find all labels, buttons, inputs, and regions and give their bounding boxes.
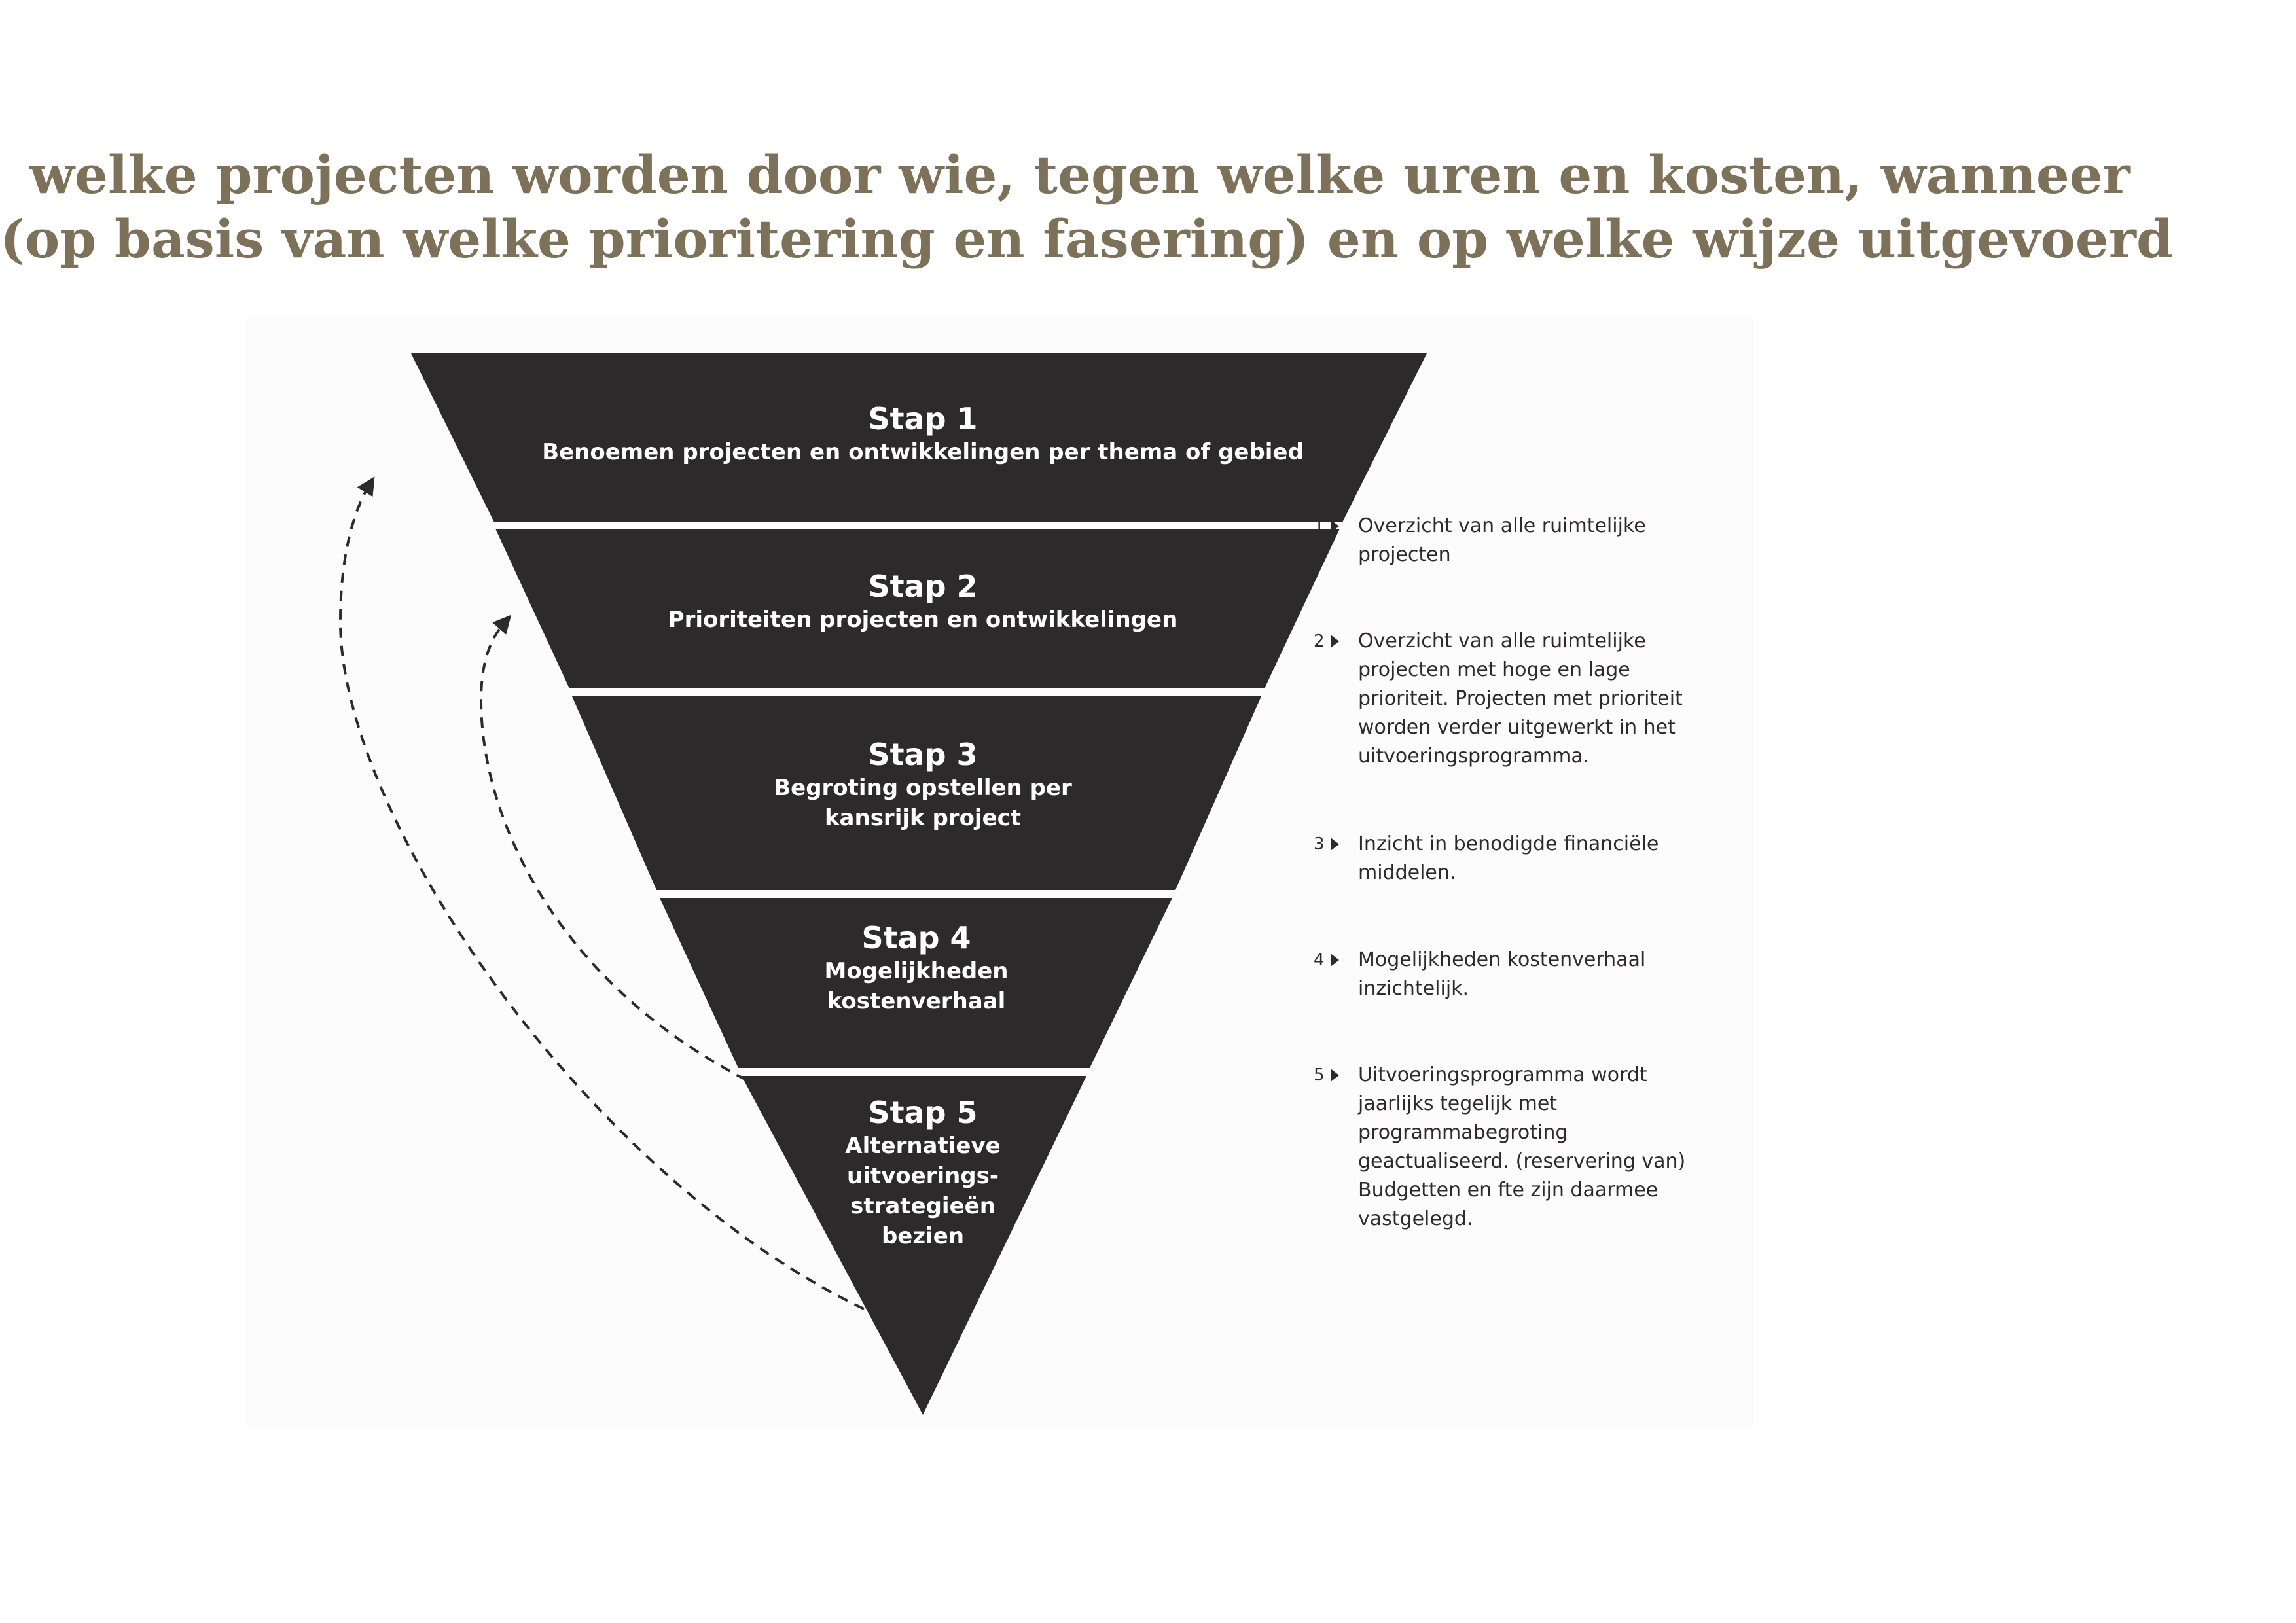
title-line-2: (op basis van welke prioritering en fase…	[0, 208, 2173, 270]
note-2-number: 2	[1314, 632, 1325, 651]
step-3-label: Stap 3 Begroting opstellen per kansrijk …	[661, 736, 1185, 833]
note-2-line-3: prioriteit. Projecten met prioriteit	[1358, 687, 1683, 710]
dashed-arrow-step4-to-step2	[479, 615, 747, 1081]
funnel-band-4	[660, 898, 1172, 1068]
note-2-line-2: projecten met hoge en lage	[1358, 658, 1630, 681]
note-1-line-1: Overzicht van alle ruimtelijke	[1358, 514, 1646, 537]
step-4-desc-line-1: Mogelijkheden	[824, 958, 1009, 984]
note-1-line-2: projecten	[1358, 543, 1451, 566]
note-2: 2 Overzicht van alle ruimtelijke project…	[1314, 627, 1764, 771]
title-line-1: welke projecten worden door wie, tegen w…	[29, 144, 2130, 205]
note-5-number: 5	[1314, 1065, 1325, 1085]
note-3-line-2: middelen.	[1358, 861, 1456, 884]
funnel-band-1	[411, 353, 1427, 522]
note-1-number: 1	[1314, 516, 1325, 536]
step-1-title: Stap 1	[868, 401, 978, 437]
note-3-line-1: Inzicht in benodigde financiële	[1358, 832, 1659, 855]
note-5-line-6: vastgelegd.	[1358, 1207, 1473, 1230]
note-4-line-1: Mogelijkheden kostenverhaal	[1358, 948, 1646, 971]
step-3-title: Stap 3	[868, 737, 978, 772]
note-4: 4 Mogelijkheden kostenverhaal inzichteli…	[1314, 946, 1764, 1003]
note-5-arrow-icon	[1331, 1069, 1339, 1082]
note-5-line-1: Uitvoeringsprogramma wordt	[1358, 1063, 1647, 1086]
step-4-label: Stap 4 Mogelijkheden kostenverhaal	[726, 919, 1106, 1016]
step-1-label: Stap 1 Benoemen projecten en ontwikkelin…	[458, 401, 1388, 467]
step-5-desc-line-3: strategieën	[850, 1193, 996, 1219]
step-1-desc: Benoemen projecten en ontwikkelingen per…	[542, 439, 1304, 465]
step-4-desc-line-2: kostenverhaal	[827, 988, 1006, 1014]
note-1-arrow-icon	[1331, 520, 1339, 533]
step-2-title: Stap 2	[868, 569, 978, 604]
step-4-title: Stap 4	[861, 920, 971, 955]
note-1: 1 Overzicht van alle ruimtelijke project…	[1314, 512, 1764, 569]
note-4-arrow-icon	[1331, 954, 1339, 967]
note-4-line-2: inzichtelijk.	[1358, 977, 1469, 1000]
funnel-band-3	[572, 696, 1261, 890]
note-2-arrow-icon	[1331, 635, 1339, 648]
step-3-desc-line-2: kansrijk project	[824, 805, 1022, 831]
step-5-desc-line-4: bezien	[881, 1223, 965, 1249]
step-5-title: Stap 5	[868, 1095, 978, 1130]
note-5-line-3: programmabegroting	[1358, 1121, 1568, 1144]
note-4-number: 4	[1314, 950, 1325, 970]
step-2-desc: Prioriteiten projecten en ontwikkelingen	[668, 607, 1178, 633]
step-5-desc-line-2: uitvoerings-	[846, 1163, 999, 1189]
funnel-band-5	[742, 1076, 1086, 1415]
note-3-arrow-icon	[1331, 838, 1339, 851]
note-3: 3 Inzicht in benodigde financiële middel…	[1314, 830, 1764, 887]
diagram-title: welke projecten worden door wie, tegen w…	[0, 143, 2173, 271]
note-3-number: 3	[1314, 834, 1325, 854]
note-5-line-2: jaarlijks tegelijk met	[1358, 1092, 1558, 1115]
step-2-label: Stap 2 Prioriteiten projecten en ontwikk…	[589, 568, 1257, 635]
funnel-band-2	[495, 529, 1340, 688]
note-5: 5 Uitvoeringsprogramma wordt jaarlijks t…	[1314, 1061, 1764, 1234]
step-3-desc-line-1: Begroting opstellen per	[774, 775, 1072, 801]
note-5-line-5: Budgetten en fte zijn daarmee	[1358, 1179, 1659, 1202]
step-5-label: Stap 5 Alternatieve uitvoerings- strateg…	[785, 1094, 1060, 1251]
note-2-line-4: worden verder uitgewerkt in het	[1358, 716, 1676, 739]
note-5-line-4: geactualiseerd. (reservering van)	[1358, 1150, 1686, 1173]
step-5-desc-line-1: Alternatieve	[845, 1133, 1001, 1159]
note-2-line-1: Overzicht van alle ruimtelijke	[1358, 630, 1646, 652]
note-2-line-5: uitvoeringsprogramma.	[1358, 745, 1590, 768]
